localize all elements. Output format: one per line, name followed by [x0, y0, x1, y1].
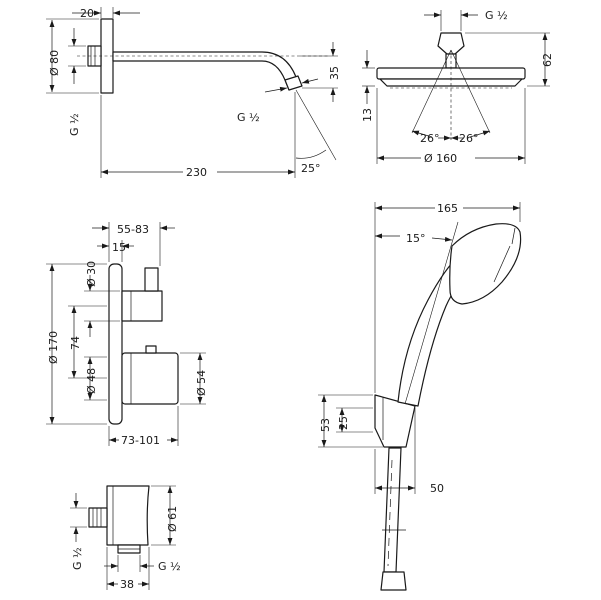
- dim-head-13: 13: [361, 108, 374, 122]
- dim-hand-25: 25: [337, 416, 350, 430]
- outlet-wall-thread: [88, 507, 108, 528]
- head-nozzle-plate: [379, 78, 523, 87]
- thread-head-top: G ½: [485, 9, 508, 22]
- dim-hand-53: 53: [319, 418, 332, 432]
- dim-head-angle-left: 26°: [420, 132, 440, 145]
- mixer-diverter-handle: [121, 290, 163, 322]
- dim-mixer-15: 15: [112, 241, 126, 254]
- dim-mixer-dia-170: Ø 170: [47, 331, 60, 364]
- dim-arm-dia-80: Ø 80: [48, 50, 61, 76]
- dim-mixer-dia-30: Ø 30: [85, 261, 98, 287]
- dim-outlet-dia-61: Ø 61: [166, 506, 179, 532]
- mixer-wall-plate: [108, 263, 123, 425]
- dim-arm-angle-25: 25°: [301, 162, 321, 175]
- dim-head-62: 62: [541, 53, 554, 67]
- mixer-thermo-handle: [121, 352, 179, 405]
- dim-mixer-73-101: 73-101: [121, 434, 160, 447]
- dim-hand-165: 165: [437, 202, 458, 215]
- hand-shower-view: 165 15° 53 25 50: [318, 201, 522, 591]
- dim-arm-35: 35: [328, 66, 341, 80]
- mixer-view: 55-83 15 Ø 30 Ø 170 74 Ø 48 Ø 5: [46, 222, 208, 447]
- dim-mixer-55-83: 55-83: [117, 223, 149, 236]
- arm-outlet-nut: [284, 75, 303, 91]
- shower-arm-view: 20 Ø 80 G ½ 35 G ½ 230 25°: [46, 7, 341, 179]
- dim-hand-angle-15: 15°: [406, 232, 426, 245]
- dim-arm-20: 20: [80, 7, 94, 20]
- thread-arm-outlet: G ½: [237, 111, 260, 124]
- dim-outlet-38: 38: [120, 578, 134, 591]
- arm-tube: [112, 51, 300, 91]
- dim-arm-230: 230: [186, 166, 207, 179]
- mixer-thermo-stop: [145, 345, 157, 354]
- wall-outlet-view: Ø 61 G ½ G ½ 38: [70, 485, 181, 591]
- dim-mixer-dia-54: Ø 54: [195, 370, 208, 396]
- dim-mixer-dia-48: Ø 48: [85, 368, 98, 394]
- outlet-body: [106, 485, 150, 546]
- thread-outlet-left: G ½: [71, 547, 84, 570]
- mixer-diverter-lever: [144, 267, 159, 292]
- overhead-shower-view: G ½ 62 13 26° 26° Ø 160: [361, 9, 554, 165]
- hand-hose-nut: [380, 571, 407, 591]
- dim-head-dia-160: Ø 160: [424, 152, 457, 165]
- dim-hand-50: 50: [430, 482, 444, 495]
- hand-head: [449, 223, 522, 305]
- dim-mixer-74: 74: [69, 336, 82, 350]
- thread-outlet-bottom: G ½: [158, 560, 181, 573]
- dim-head-angle-right: 26°: [459, 132, 479, 145]
- hand-hose: [383, 447, 402, 573]
- thread-arm-left: G ½: [68, 113, 81, 136]
